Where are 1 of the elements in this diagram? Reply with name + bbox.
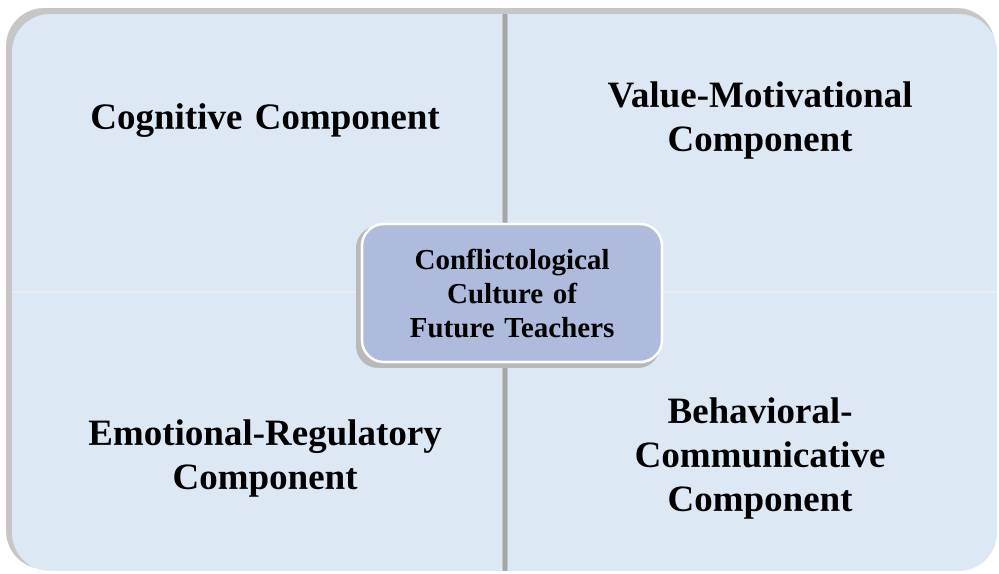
center-box: Conflictological Culture of Future Teachers (360, 222, 664, 364)
